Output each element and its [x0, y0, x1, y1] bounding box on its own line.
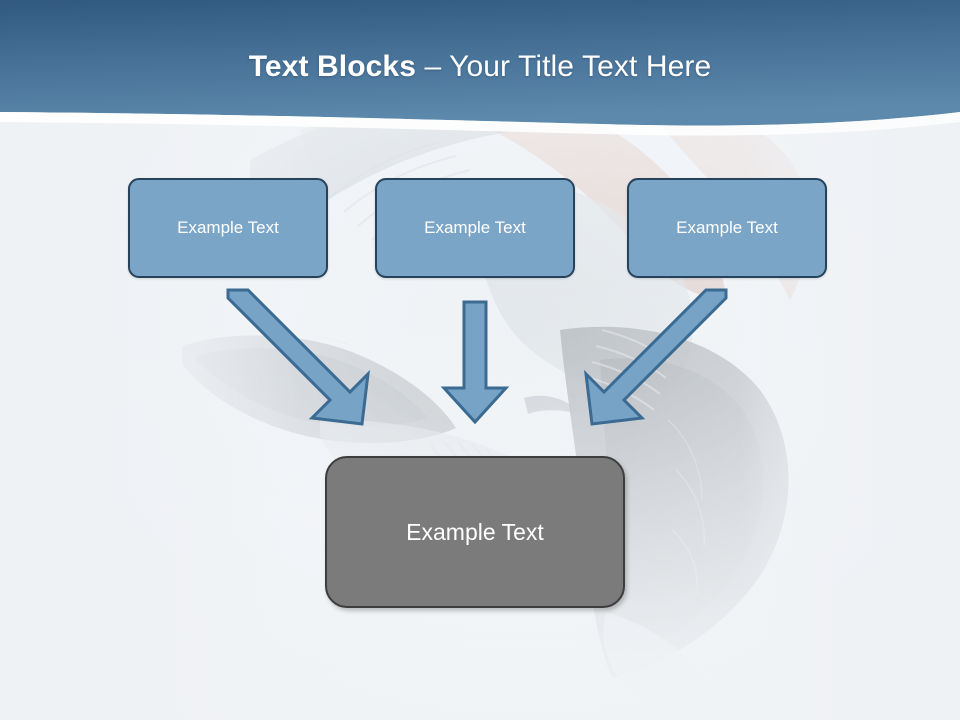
text-block-box-1[interactable]: Example Text [128, 178, 328, 278]
text-block-label-1: Example Text [177, 218, 279, 237]
slide-header: Text Blocks – Your Title Text Here [0, 0, 960, 150]
text-block-box-2[interactable]: Example Text [375, 178, 575, 278]
text-block-label-2: Example Text [424, 218, 526, 237]
title-light-part: – Your Title Text Here [424, 50, 712, 83]
text-block-label-3: Example Text [676, 218, 778, 237]
title-bold-part: Text Blocks [248, 50, 425, 83]
text-block-box-result[interactable]: Example Text [325, 456, 625, 608]
text-block-box-3[interactable]: Example Text [627, 178, 827, 278]
text-block-label-result: Example Text [406, 518, 544, 545]
page-title: Text Blocks – Your Title Text Here [0, 50, 960, 84]
header-band-shape [0, 0, 960, 136]
